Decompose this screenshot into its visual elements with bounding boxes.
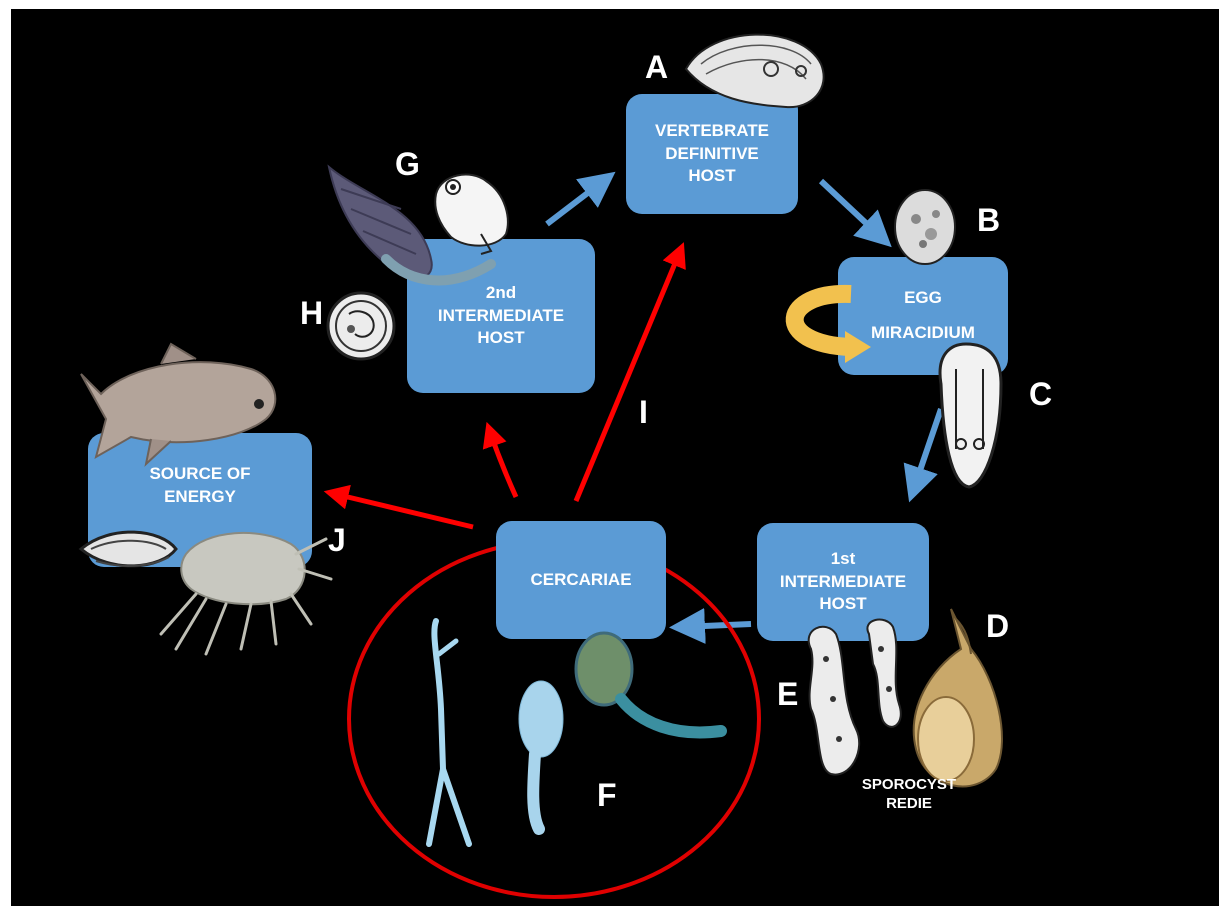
label-d: D <box>986 608 1009 645</box>
adult-fluke-icon <box>686 35 824 108</box>
cercaria-encysting-icon <box>576 633 721 732</box>
redia-icon <box>867 620 900 727</box>
illustrations-layer <box>11 9 1219 906</box>
label-f: F <box>597 777 617 814</box>
sporocyst-redie-caption: SPOROCYST REDIE <box>839 776 979 814</box>
miracidium-icon <box>940 344 1001 487</box>
cercaria-oval-icon <box>519 681 563 829</box>
loop-arrowhead-icon <box>845 331 871 363</box>
label-i: I <box>639 394 648 431</box>
loop-arrow-icon <box>795 294 851 347</box>
label-h: H <box>300 295 323 332</box>
cercaria-forked-tail-icon <box>429 621 469 844</box>
label-a: A <box>645 49 668 86</box>
sporocyst-icon <box>809 627 859 775</box>
fish-icon <box>81 344 275 464</box>
label-j: J <box>328 522 346 559</box>
amphipod-icon <box>161 533 331 654</box>
caption-redie: REDIE <box>839 795 979 814</box>
mussel-icon <box>81 532 176 566</box>
label-g: G <box>395 146 420 183</box>
label-e: E <box>777 676 798 713</box>
frog-icon <box>435 175 508 254</box>
metacercaria-cyst-icon <box>328 293 394 359</box>
caption-sporocyst: SPOROCYST <box>839 776 979 795</box>
label-c: C <box>1029 376 1052 413</box>
label-b: B <box>977 202 1000 239</box>
egg-icon <box>895 190 955 264</box>
